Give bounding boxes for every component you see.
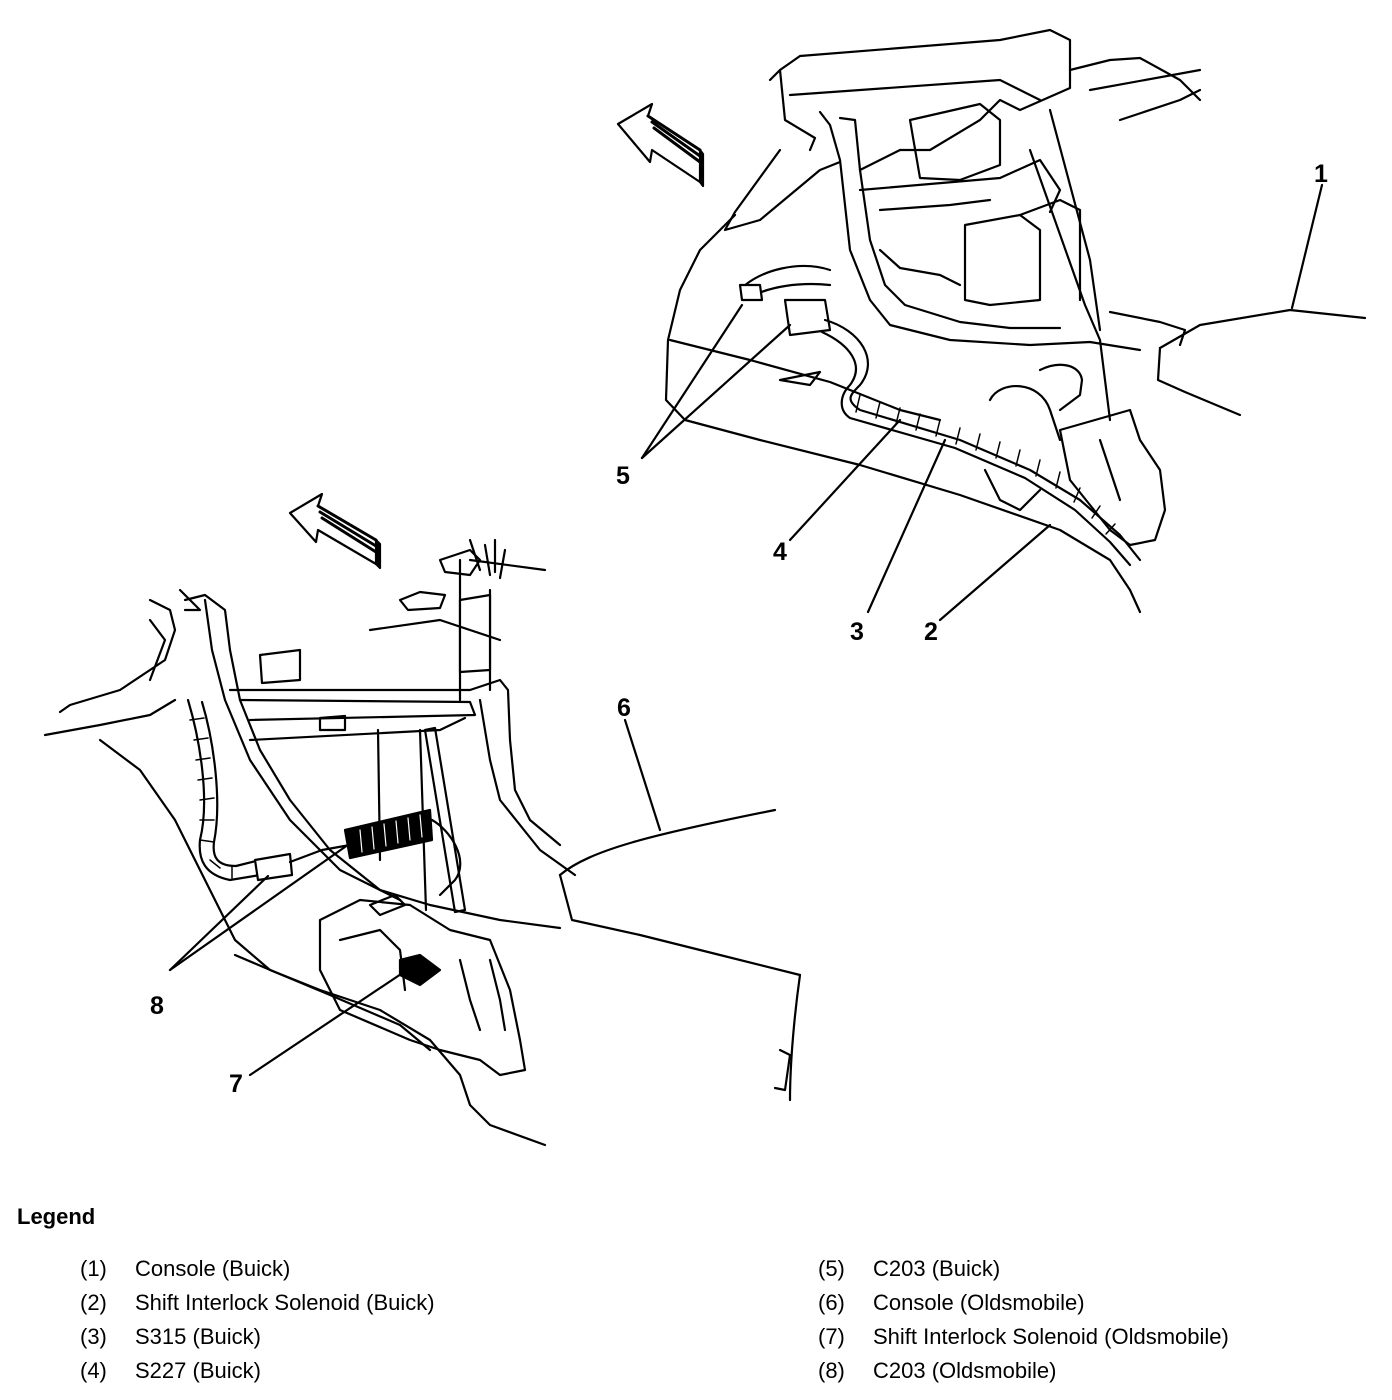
front-direction-arrow-icon xyxy=(288,492,382,570)
callout-1: 1 xyxy=(1314,160,1328,188)
front-direction-arrow-icon xyxy=(616,102,705,188)
legend-item-text: S315 (Buick) xyxy=(135,1324,261,1349)
legend-item-text: C203 (Oldsmobile) xyxy=(873,1358,1057,1383)
legend-item-text: Shift Interlock Solenoid (Oldsmobile) xyxy=(873,1324,1229,1349)
legend-item: (4) S227 (Buick) xyxy=(80,1356,435,1390)
legend-item-text: Shift Interlock Solenoid (Buick) xyxy=(135,1290,435,1315)
legend-item-number: (6) xyxy=(818,1290,845,1315)
legend-item-text: C203 (Buick) xyxy=(873,1256,1001,1281)
legend-left-column: (1) Console (Buick) (2) Shift Interlock … xyxy=(80,1254,435,1390)
legend-item: (3) S315 (Buick) xyxy=(80,1322,435,1356)
legend-item-number: (8) xyxy=(818,1358,845,1383)
legend-item: (2) Shift Interlock Solenoid (Buick) xyxy=(80,1288,435,1322)
callout-7: 7 xyxy=(229,1070,243,1098)
legend-item-number: (1) xyxy=(80,1256,107,1281)
legend-item-number: (5) xyxy=(818,1256,845,1281)
legend-item: (8) C203 (Oldsmobile) xyxy=(818,1356,1229,1390)
diagram: 1 2 3 4 5 6 7 8 xyxy=(43,28,1367,1147)
callout-3: 3 xyxy=(850,618,864,646)
callout-5: 5 xyxy=(616,462,630,490)
buick-assembly xyxy=(616,28,1367,622)
legend-item-text: Console (Oldsmobile) xyxy=(873,1290,1085,1315)
oldsmobile-assembly xyxy=(43,492,802,1147)
legend-right-column: (5) C203 (Buick) (6) Console (Oldsmobile… xyxy=(818,1254,1229,1390)
legend-item: (7) Shift Interlock Solenoid (Oldsmobile… xyxy=(818,1322,1229,1356)
legend-item-number: (4) xyxy=(80,1358,107,1383)
callout-8: 8 xyxy=(150,992,164,1020)
legend-item-number: (2) xyxy=(80,1290,107,1315)
legend-item: (5) C203 (Buick) xyxy=(818,1254,1229,1288)
callout-2: 2 xyxy=(924,618,938,646)
callout-4: 4 xyxy=(773,538,787,566)
legend-item-text: Console (Buick) xyxy=(135,1256,291,1281)
legend-item-number: (7) xyxy=(818,1324,845,1349)
legend-item: (6) Console (Oldsmobile) xyxy=(818,1288,1229,1322)
callout-6: 6 xyxy=(617,694,631,722)
legend-title: Legend xyxy=(17,1204,96,1229)
legend-item: (1) Console (Buick) xyxy=(80,1254,435,1288)
legend-item-number: (3) xyxy=(80,1324,107,1349)
legend-item-text: S227 (Buick) xyxy=(135,1358,261,1383)
